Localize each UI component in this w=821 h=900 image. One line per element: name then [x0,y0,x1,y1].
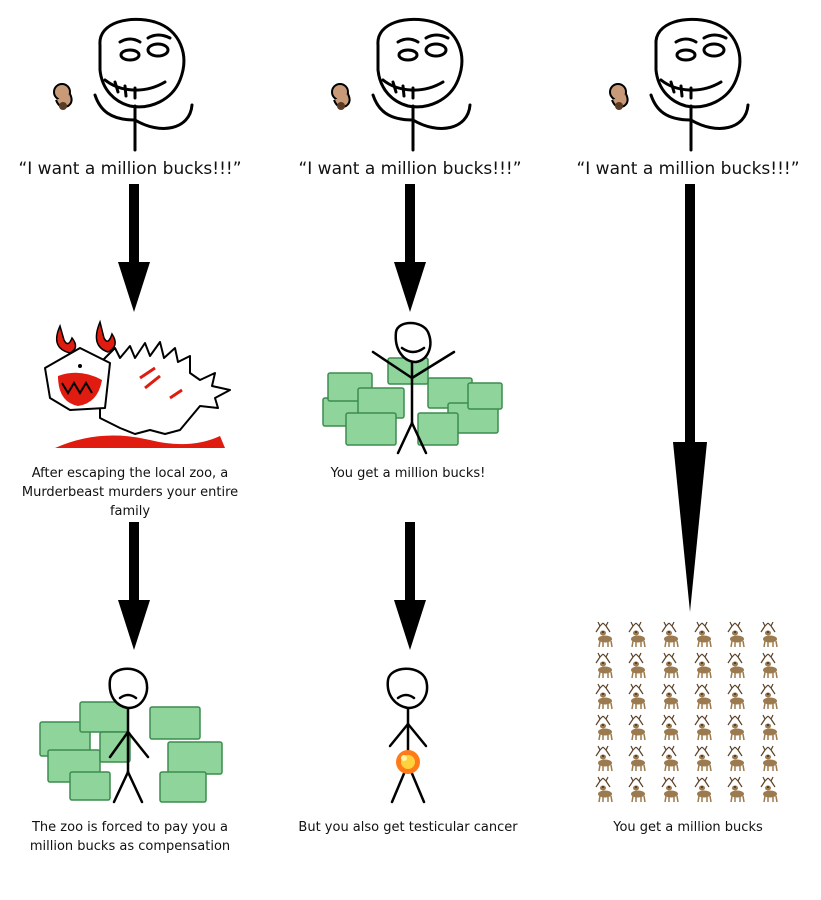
arrow-down-icon [394,522,426,650]
deer-icon [661,714,679,741]
deer-icon [595,776,613,803]
deer-icon [628,652,646,679]
deer-icon [595,745,613,772]
deer-icon [727,745,745,772]
deer-icon [595,652,613,679]
deer-icon [727,714,745,741]
deer-icon [694,683,712,710]
deer-icon [760,683,778,710]
deer-icon [628,714,646,741]
troll-face-stick-figure-icon [331,17,472,152]
deer-icon [661,652,679,679]
deer-icon [595,621,613,648]
arrow-down-long-icon [673,184,707,612]
middle-wish-quote: “I want a million bucks!!!” [298,159,522,179]
deer-icon [628,683,646,710]
troll-face-stick-figure-icon [53,17,194,152]
deer-icon [760,621,778,648]
troll-face-stick-figure-icon [609,17,750,152]
deer-icon [760,776,778,803]
middle-step1-caption: You get a million bucks! [330,466,486,481]
arrow-down-icon [118,522,150,650]
money-pile-icon [39,667,223,804]
arrow-down-icon [394,184,426,312]
ok-hand-icon [331,83,351,110]
deer-icon [628,776,646,803]
deer-icon [694,714,712,741]
deer-grid [590,620,790,810]
right-wish-quote: “I want a million bucks!!!” [576,159,800,179]
deer-icon [727,776,745,803]
deer-icon [661,776,679,803]
deer-icon [595,683,613,710]
deer-icon [694,621,712,648]
deer-icon [595,714,613,741]
left-step2-caption: The zoo is forced to pay you a million b… [29,820,231,854]
middle-step2-caption: But you also get testicular cancer [298,820,518,835]
deer-icon [694,745,712,772]
deer-icon [760,745,778,772]
deer-icon [727,652,745,679]
deer-icon [760,652,778,679]
deer-icon [694,652,712,679]
left-step1-caption: After escaping the local zoo, a Murderbe… [21,466,239,519]
deer-icon [661,683,679,710]
deer-icon [661,745,679,772]
right-step1-caption: You get a million bucks [613,820,763,835]
deer-icon [628,621,646,648]
deer-icon [727,621,745,648]
deer-icon [628,745,646,772]
deer-icon [727,683,745,710]
deer-icon [694,776,712,803]
explosion-icon [396,750,420,774]
ok-hand-icon [609,83,629,110]
murderbeast-icon [44,319,231,448]
sad-face-stick-figure-icon [386,667,429,804]
arrow-down-icon [118,184,150,312]
deer-icon [760,714,778,741]
money-pile-icon [322,321,503,455]
left-wish-quote: “I want a million bucks!!!” [18,159,242,179]
ok-hand-icon [53,83,73,110]
deer-icon [661,621,679,648]
